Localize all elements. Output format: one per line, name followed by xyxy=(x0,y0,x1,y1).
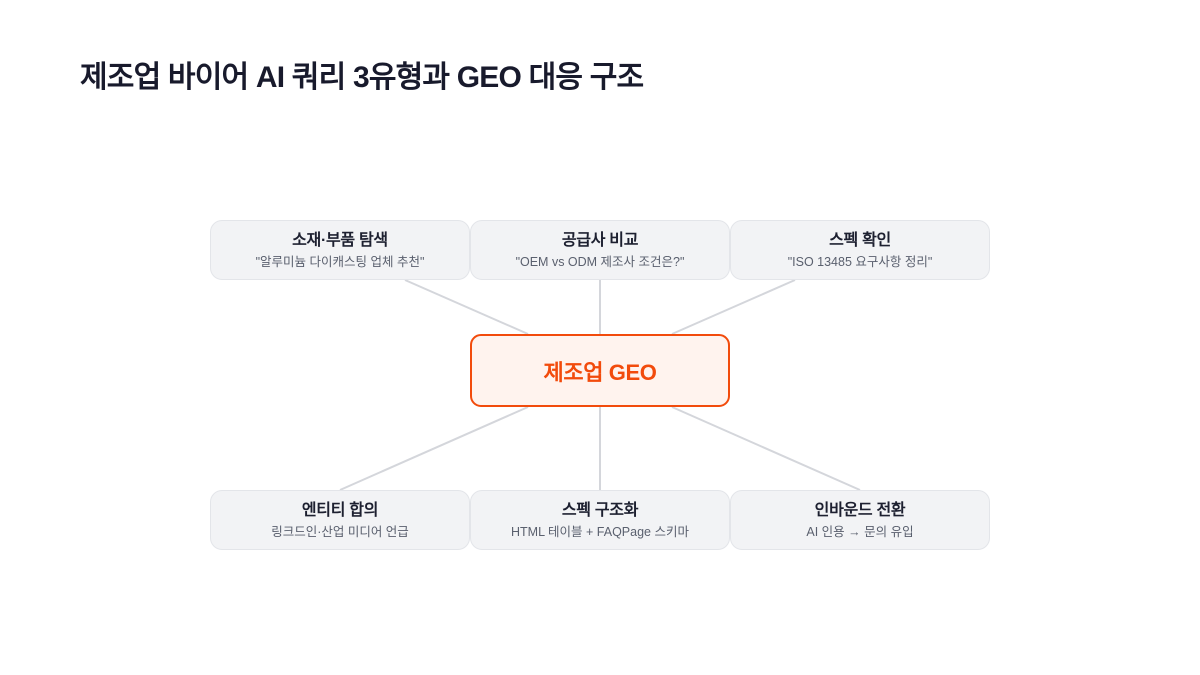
node-subtitle: HTML 테이블 + FAQPage 스키마 xyxy=(511,524,689,539)
connector-top-right xyxy=(671,279,796,335)
connector-bottom-right xyxy=(671,406,861,491)
response-node-inbound-conversion: 인바운드 전환 AI 인용 → 문의 유입 xyxy=(730,490,990,550)
node-subtitle: "ISO 13485 요구사항 정리" xyxy=(787,254,933,269)
response-node-entity-consensus: 엔티티 합의 링크드인·산업 미디어 언급 xyxy=(210,490,470,550)
node-subtitle: 링크드인·산업 미디어 언급 xyxy=(271,524,409,539)
query-node-material-search: 소재·부품 탐색 "알루미늄 다이캐스팅 업체 추천" xyxy=(210,220,470,280)
node-subtitle: AI 인용 → 문의 유입 xyxy=(806,524,914,539)
query-node-supplier-compare: 공급사 비교 "OEM vs ODM 제조사 조건은?" xyxy=(470,220,730,280)
node-title: 소재·부품 탐색 xyxy=(292,231,388,249)
node-title: 스펙 구조화 xyxy=(561,501,639,519)
center-hub-label: 제조업 GEO xyxy=(543,359,657,385)
node-subtitle: "OEM vs ODM 제조사 조건은?" xyxy=(515,254,685,269)
connector-top-left xyxy=(404,279,529,335)
query-node-spec-check: 스펙 확인 "ISO 13485 요구사항 정리" xyxy=(730,220,990,280)
page-title: 제조업 바이어 AI 쿼리 3유형과 GEO 대응 구조 xyxy=(80,61,644,94)
response-node-spec-structuring: 스펙 구조화 HTML 테이블 + FAQPage 스키마 xyxy=(470,490,730,550)
node-title: 공급사 비교 xyxy=(561,231,639,249)
connector-bottom-left xyxy=(339,406,529,491)
node-subtitle: "알루미늄 다이캐스팅 업체 추천" xyxy=(255,254,425,269)
node-title: 엔티티 합의 xyxy=(301,501,379,519)
node-title: 스펙 확인 xyxy=(829,231,891,249)
node-title: 인바운드 전환 xyxy=(814,501,906,519)
center-hub-node: 제조업 GEO xyxy=(470,334,730,407)
